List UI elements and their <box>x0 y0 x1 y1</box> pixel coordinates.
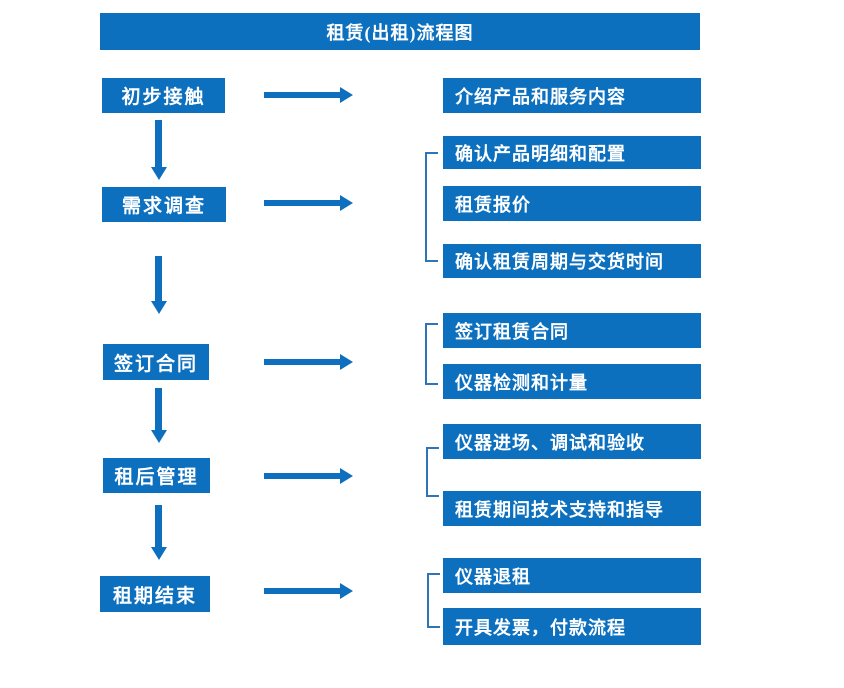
output-box-confirm-product-details: 确认产品明细和配置 <box>443 136 701 169</box>
output-box-sign-rental-contract: 签订租赁合同 <box>443 313 701 348</box>
right-arrow-5 <box>264 588 340 594</box>
output-box-instrument-setup-accept: 仪器进场、调试和验收 <box>443 424 701 459</box>
step-box-initial-contact: 初步接触 <box>102 78 225 113</box>
step-box-demand-survey: 需求调查 <box>102 187 226 222</box>
bracket-post-rental-mgmt-group <box>426 447 439 497</box>
right-arrow-1 <box>264 92 340 98</box>
output-box-intro-products-services: 介绍产品和服务内容 <box>443 78 701 113</box>
down-arrow-1 <box>155 120 162 167</box>
down-arrow-2 <box>155 256 162 301</box>
down-arrow-4 <box>155 505 162 547</box>
output-box-instrument-return: 仪器退租 <box>443 558 701 593</box>
down-arrow-3 <box>155 388 162 430</box>
bracket-sign-contract-group <box>425 323 438 385</box>
output-box-instrument-testing: 仪器检测和计量 <box>443 364 701 399</box>
output-box-invoice-payment: 开具发票，付款流程 <box>443 608 701 645</box>
bracket-demand-survey-group <box>425 152 438 262</box>
output-box-tech-support-guidance: 租赁期间技术支持和指导 <box>443 491 701 526</box>
flow-title: 租赁(出租)流程图 <box>100 13 700 50</box>
right-arrow-2 <box>264 200 340 206</box>
step-box-post-rental-mgmt: 租后管理 <box>103 458 210 493</box>
bracket-rental-end-group <box>427 573 440 628</box>
output-box-confirm-period-delivery: 确认租赁周期与交货时间 <box>443 244 701 278</box>
step-box-rental-end: 租期结束 <box>100 576 210 612</box>
right-arrow-4 <box>264 473 340 479</box>
right-arrow-3 <box>264 359 340 365</box>
step-box-sign-contract: 签订合同 <box>103 344 209 380</box>
output-box-rental-quote: 租赁报价 <box>443 186 701 221</box>
